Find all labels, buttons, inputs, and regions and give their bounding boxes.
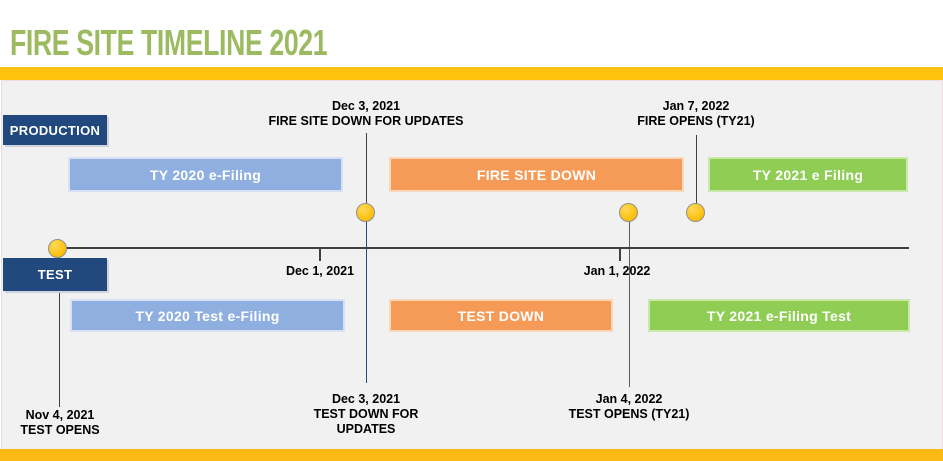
fire-opens-connector-line	[695, 135, 697, 204]
test-lane-label: TEST	[3, 258, 107, 291]
test-opens-marker-icon	[48, 239, 67, 258]
bottom-accent-bar	[0, 449, 943, 461]
annotation-text: TEST DOWN FOR	[313, 407, 419, 421]
annotation-test-opens: Nov 4, 2021 TEST OPENS	[0, 408, 120, 438]
fire-opens-marker-icon	[686, 203, 705, 222]
annotation-date: Jan 7, 2022	[662, 99, 730, 113]
jan1-tick	[619, 249, 621, 261]
annotation-date: Dec 3, 2021	[331, 392, 401, 406]
annotation-text: FIRE SITE DOWN FOR UPDATES	[268, 114, 464, 128]
ty2020-test-efiling-bar: TY 2020 Test e-Filing	[70, 299, 345, 332]
annotation-date: Nov 4, 2021	[25, 408, 95, 422]
fire-site-down-connector-line	[365, 133, 367, 204]
page-title: FIRE SITE TIMELINE 2021	[10, 22, 328, 63]
test-down-bar: TEST DOWN	[389, 299, 613, 332]
annotation-date: Jan 4, 2022	[595, 392, 663, 406]
annotation-date: Dec 3, 2021	[331, 99, 401, 113]
annotation-test-down: Dec 3, 2021 TEST DOWN FOR UPDATES	[286, 392, 446, 437]
annotation-fire-site-down: Dec 3, 2021 FIRE SITE DOWN FOR UPDATES	[236, 99, 496, 129]
annotation-fire-opens: Jan 7, 2022 FIRE OPENS (TY21)	[596, 99, 796, 129]
fire-site-down-bar: FIRE SITE DOWN	[389, 157, 684, 192]
test-down-connector-line	[365, 220, 367, 383]
test-opens-connector-line	[58, 252, 60, 407]
test-opens-ty21-marker-icon	[619, 203, 638, 222]
top-accent-bar	[0, 67, 943, 80]
dec1-tick-label: Dec 1, 2021	[285, 264, 355, 278]
timeline-axis	[55, 247, 909, 249]
fire-site-down-marker-icon	[356, 203, 375, 222]
production-lane-label: PRODUCTION	[3, 115, 107, 145]
annotation-text: FIRE OPENS (TY21)	[637, 114, 755, 128]
annotation-test-opens-ty21: Jan 4, 2022 TEST OPENS (TY21)	[549, 392, 709, 422]
ty2021-efiling-bar: TY 2021 e Filing	[708, 157, 908, 192]
ty2020-efiling-bar: TY 2020 e-Filing	[68, 157, 343, 192]
annotation-text: TEST OPENS (TY21)	[568, 407, 690, 421]
jan1-tick-label: Jan 1, 2022	[583, 264, 651, 278]
dec1-tick	[319, 249, 321, 261]
annotation-text: UPDATES	[336, 422, 396, 436]
annotation-text: TEST OPENS	[20, 423, 100, 437]
timeline-panel	[1, 80, 943, 450]
ty2021-efiling-test-bar: TY 2021 e-Filing Test	[648, 299, 910, 332]
test-opens-ty21-connector-line	[628, 220, 630, 387]
